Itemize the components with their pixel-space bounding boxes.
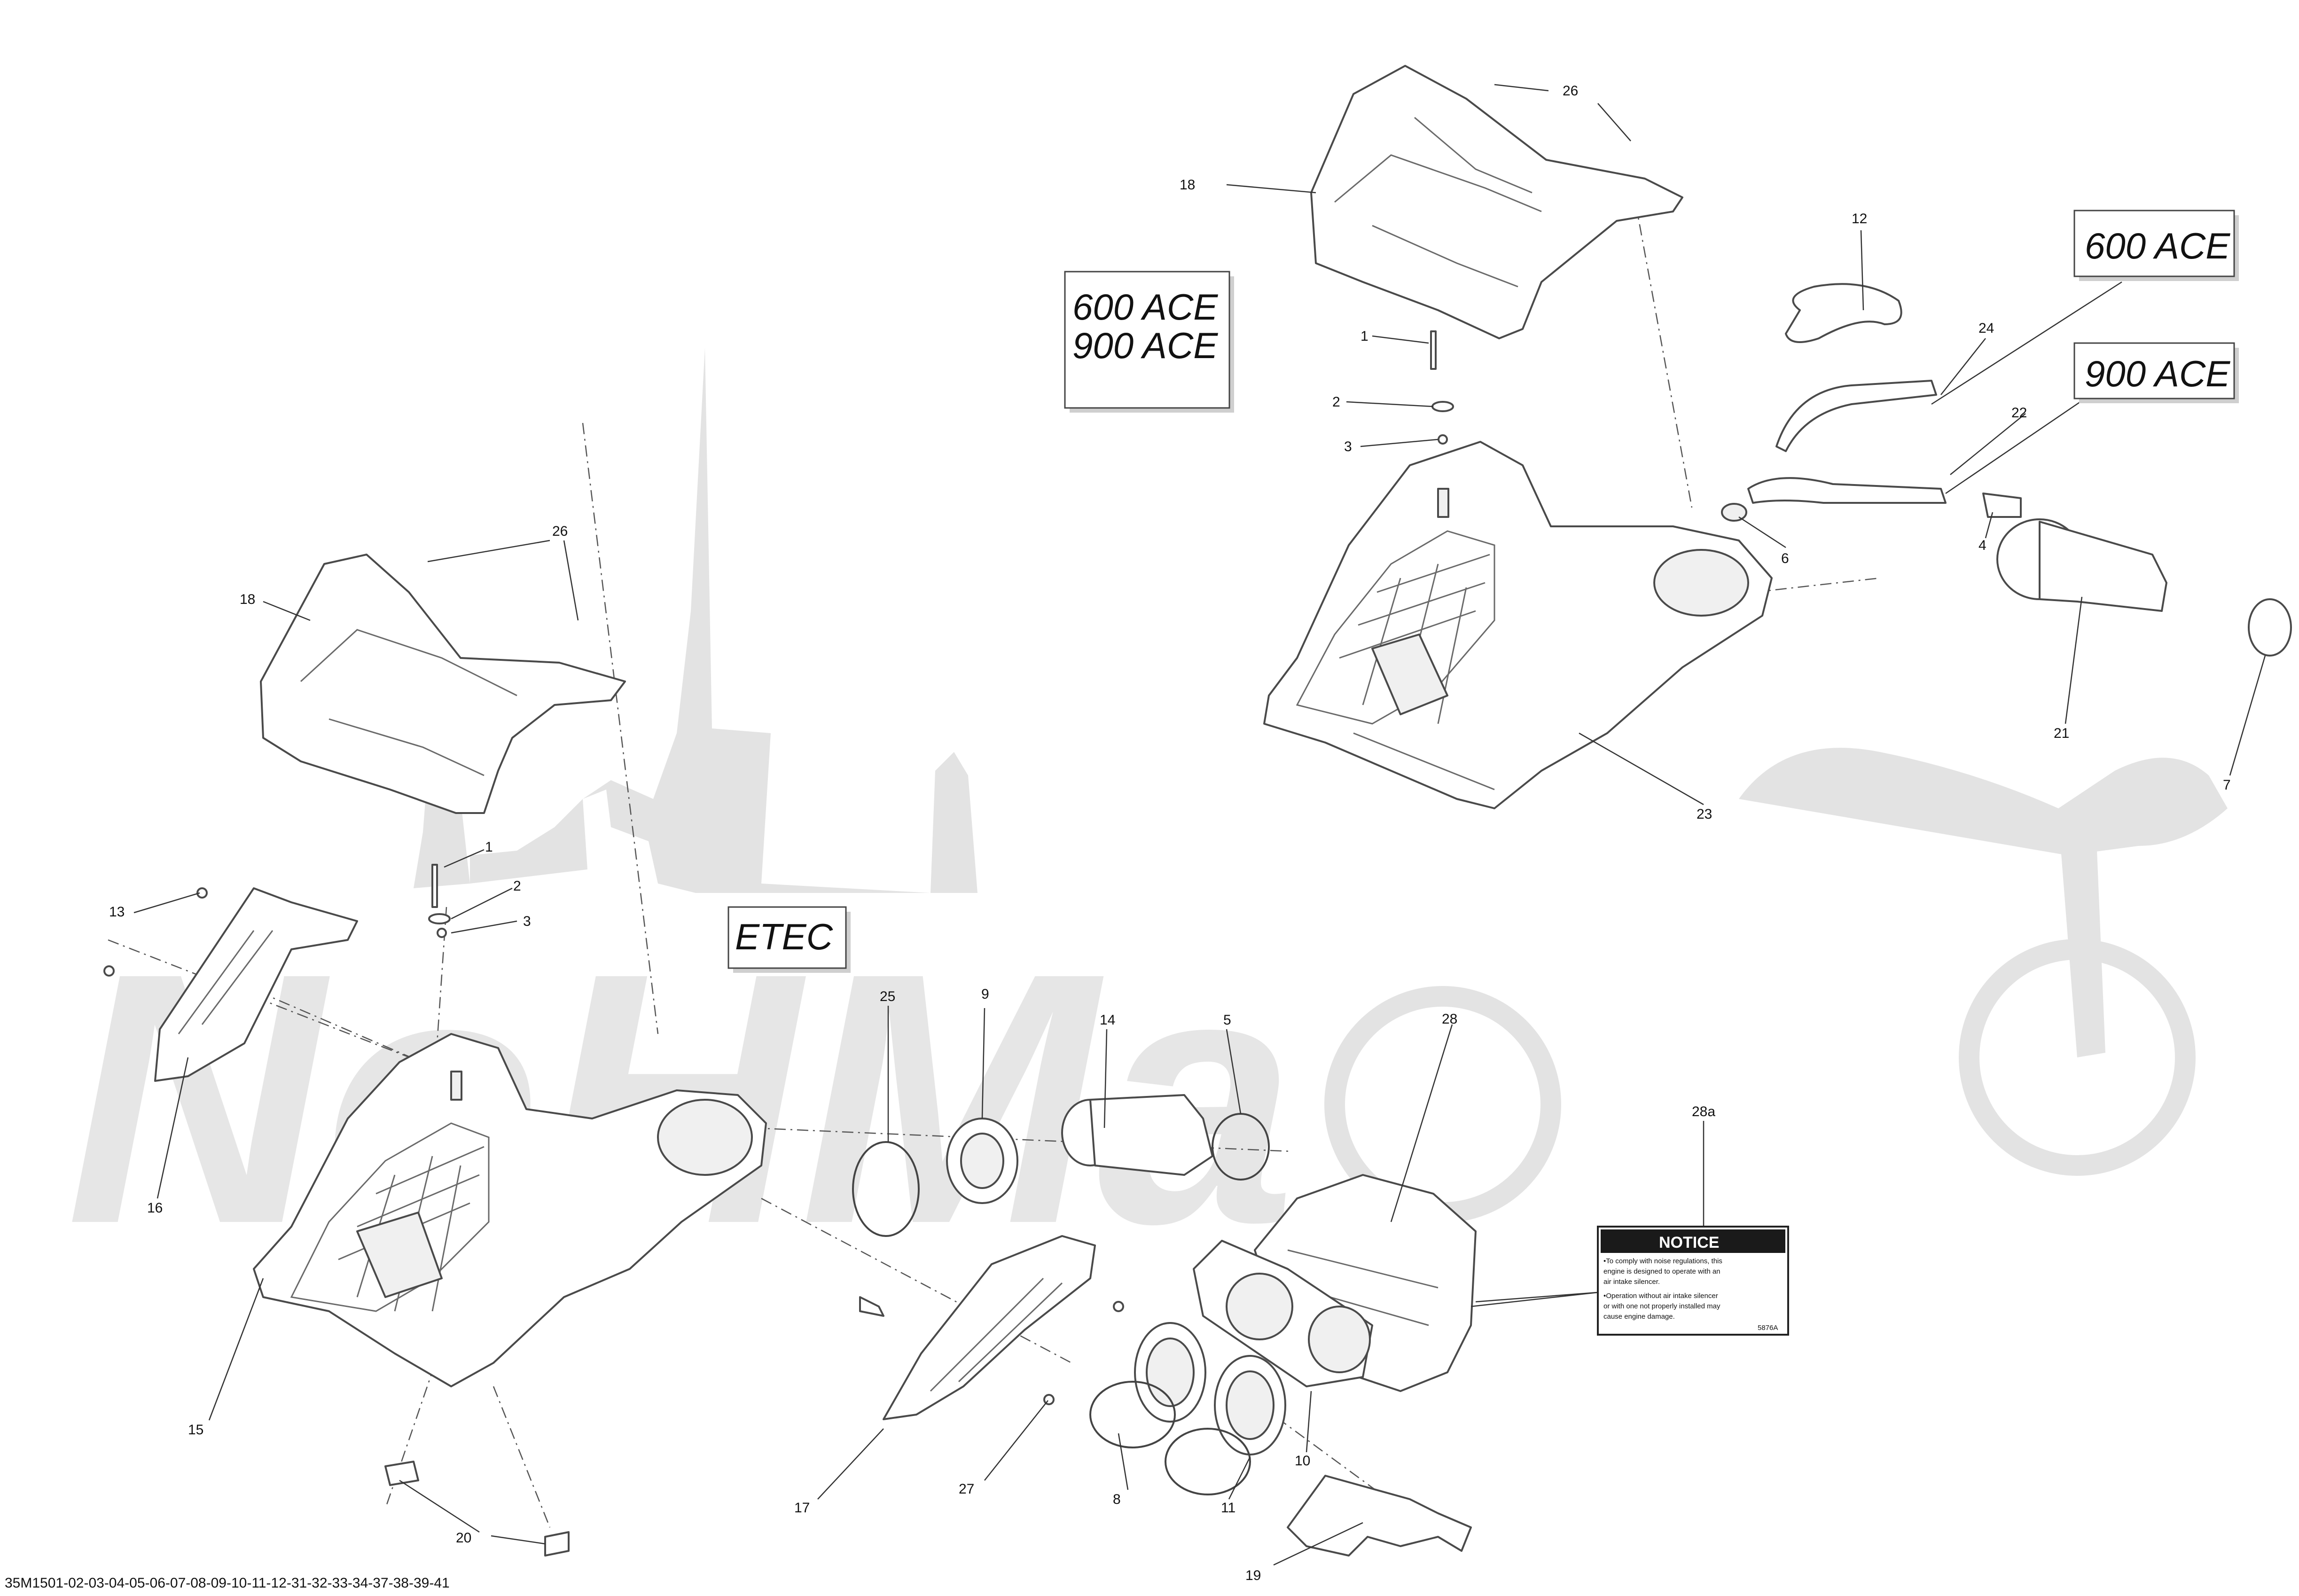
callout-26-lower: 26 [552,524,568,539]
notice-line-6: cause engine damage. [1603,1313,1675,1321]
callout-25: 25 [880,989,895,1004]
callout-1-upper: 1 [1361,329,1368,344]
callout-8: 8 [1113,1492,1121,1507]
model-label-900-ace: 900 ACE [1072,325,1218,366]
callout-18-upper: 18 [1180,177,1195,193]
notice-line-3: air intake silencer. [1603,1278,1660,1286]
callout-7: 7 [2223,777,2231,793]
model-box-600-ace: 600 ACE [2073,210,2239,281]
notice-code: 5876A [1758,1324,1778,1332]
silencer-body-ace [1263,441,1773,809]
callout-12: 12 [1852,211,1867,227]
model-label-900-ace-only: 900 ACE [2085,353,2230,394]
callout-27: 27 [959,1481,974,1497]
intake-parts [852,1094,1477,1557]
notice-title: NOTICE [1659,1234,1719,1252]
callout-13: 13 [109,904,125,920]
upper-small-parts [1430,283,2292,657]
lower-left-parts [103,864,570,1557]
callout-24: 24 [1978,321,1994,336]
callout-3-lower: 3 [523,914,531,929]
callout-16: 16 [147,1200,163,1216]
callout-11: 11 [1221,1500,1236,1516]
callout-28: 28 [1442,1011,1457,1027]
callout-22: 22 [2011,405,2027,421]
callout-6: 6 [1781,551,1789,566]
model-box-etec: ETEC [727,906,851,973]
model-label-600-ace-only: 600 ACE [2085,225,2230,266]
notice-line-4: •Operation without air intake silencer [1603,1292,1718,1300]
diagram-code: 35M1501-02-03-04-05-06-07-08-09-10-11-12… [5,1575,450,1591]
model-label-etec: ETEC [735,916,833,957]
model-label-600-ace: 600 ACE [1072,286,1218,328]
callout-2-upper: 2 [1332,394,1340,410]
leader-lines [133,84,2266,1566]
callout-2-lower: 2 [513,878,521,894]
notice-line-2: engine is designed to operate with an [1603,1267,1720,1275]
callout-9: 9 [981,986,989,1002]
notice-line-1: •To comply with noise regulations, this [1603,1257,1722,1265]
callout-10: 10 [1295,1453,1310,1469]
callout-15: 15 [188,1422,203,1438]
callout-26-upper: 26 [1563,83,1578,99]
notice-decal: NOTICE •To comply with noise regulations… [1597,1226,1789,1336]
upper-silencer-cover-ace [1310,65,1683,339]
upper-silencer-cover-etec [260,554,626,814]
callout-1-lower: 1 [485,839,493,855]
notice-line-5: or with one not properly installed may [1603,1302,1720,1310]
callout-28a: 28a [1692,1104,1715,1119]
callout-labels: 26 18 12 24 1 2 3 22 6 4 21 7 23 26 18 1… [109,83,2231,1583]
callout-18-lower: 18 [240,592,255,607]
callout-3-upper: 3 [1344,439,1352,454]
callout-23: 23 [1697,806,1712,822]
model-box-600-900-ace: 600 ACE 900 ACE [1064,271,1234,413]
callout-4: 4 [1978,538,1986,553]
callout-19: 19 [1245,1568,1261,1583]
callout-21: 21 [2054,726,2069,741]
callout-20: 20 [456,1530,471,1546]
model-box-900-ace: 900 ACE [2073,342,2239,403]
silencer-body-etec [253,1033,767,1387]
callout-5: 5 [1223,1012,1231,1028]
callout-14: 14 [1100,1012,1115,1028]
callout-17: 17 [794,1500,810,1516]
